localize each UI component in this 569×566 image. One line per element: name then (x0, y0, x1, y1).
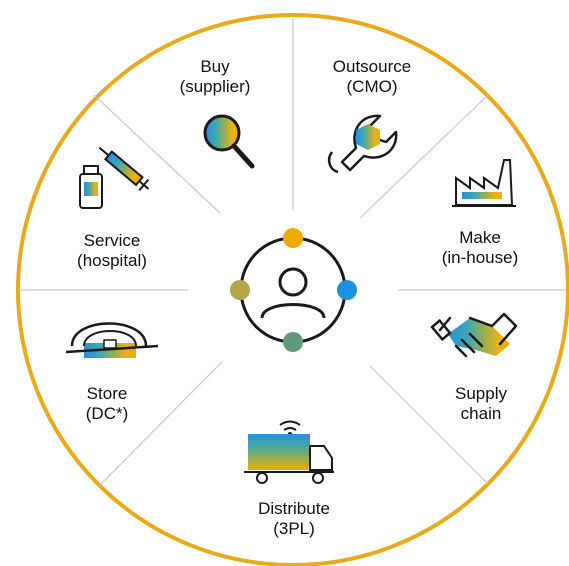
make-line1: Make (459, 228, 501, 247)
outsource-line2: (CMO) (346, 77, 398, 96)
segment-label-store: Store (DC*) (62, 384, 152, 424)
node-green (283, 332, 303, 352)
store-line1: Store (86, 384, 128, 403)
syringe-vial-icon (79, 146, 150, 209)
factory-icon (452, 159, 516, 207)
store-line2: (DC*) (85, 404, 129, 423)
segment-label-outsource: Outsource (CMO) (312, 57, 432, 97)
supply-line1: Supply (455, 384, 507, 403)
segment-label-service: Service (hospital) (52, 231, 172, 271)
distribute-line2: (3PL) (273, 519, 315, 538)
make-line2: (in-house) (441, 248, 519, 267)
buy-line2: (supplier) (179, 77, 251, 96)
supply-line2: chain (460, 404, 502, 423)
segment-label-make: Make (in-house) (420, 228, 540, 268)
buy-line1: Buy (200, 57, 230, 76)
wrench-icon (327, 114, 398, 174)
warehouse-icon (65, 322, 159, 358)
distribute-line1: Distribute (258, 499, 330, 518)
segment-label-distribute: Distribute (3PL) (234, 499, 354, 539)
node-gold (283, 228, 303, 248)
node-olive (230, 280, 250, 300)
handshake-icon (430, 312, 518, 358)
service-line2: (hospital) (77, 251, 147, 270)
segment-label-supply: Supply chain (436, 384, 526, 424)
segment-label-buy: Buy (supplier) (160, 57, 270, 97)
truck-icon (244, 420, 334, 484)
node-blue (337, 280, 357, 300)
magnifier-icon (203, 114, 255, 169)
segment-dividers (18, 18, 566, 487)
outsource-line1: Outsource (332, 57, 412, 76)
service-line1: Service (83, 231, 141, 250)
